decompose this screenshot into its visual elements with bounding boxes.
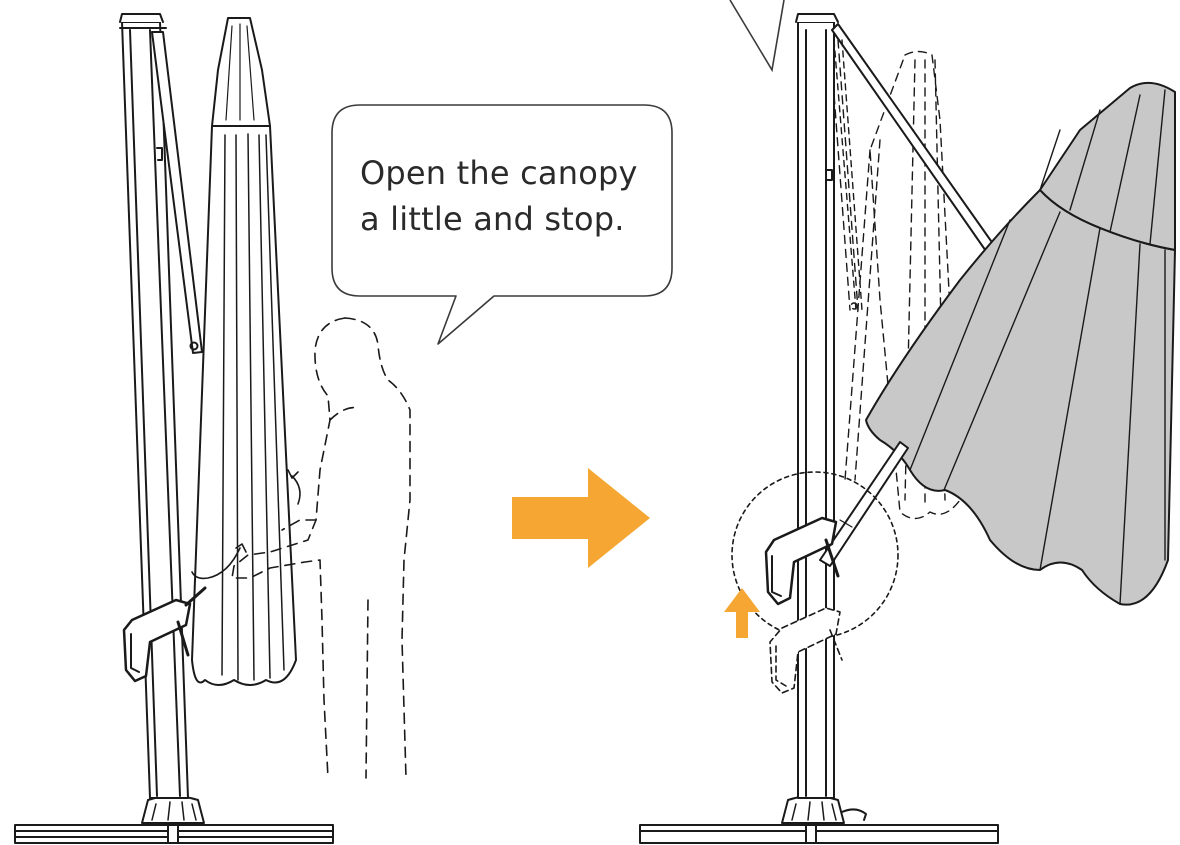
person-outline (231, 317, 411, 779)
left-closed-canopy (191, 17, 297, 686)
instruction-text: Open the canopy a little and stop. (360, 150, 660, 242)
left-scene-closed-umbrella (14, 13, 411, 844)
ghost-crank-handle (769, 607, 843, 694)
instruction-line-1: Open the canopy (360, 154, 638, 192)
right-crank-handle (764, 516, 840, 606)
speech-bubble (331, 104, 673, 345)
right-scene-opening-umbrella (639, 13, 1176, 844)
opening-canopy (865, 81, 1176, 606)
left-arm (151, 31, 203, 354)
left-crank-handle (122, 586, 207, 683)
right-pole (795, 13, 839, 799)
instruction-line-2: a little and stop. (360, 200, 625, 238)
left-pole (119, 13, 189, 799)
right-base-plate (639, 824, 999, 844)
right-arrow-icon (512, 468, 650, 568)
left-pole-foot (141, 795, 205, 824)
ghost-arm (833, 39, 863, 311)
speech-bubble-tail-top (729, 0, 785, 73)
left-base-plate (14, 824, 334, 844)
right-pole-foot (781, 795, 845, 824)
right-arm-strut (831, 23, 997, 255)
rotate-arrow-icon (191, 469, 301, 580)
up-arrow-icon (724, 588, 760, 638)
canopy-rod (819, 441, 909, 567)
